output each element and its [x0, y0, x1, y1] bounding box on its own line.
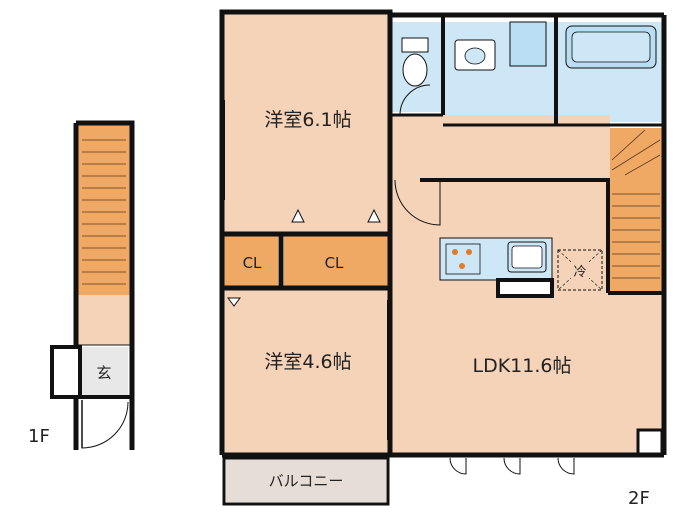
western-room-1-label: 洋室6.1帖 [264, 109, 351, 131]
closet-left [224, 235, 278, 287]
ldk-label: LDK11.6帖 [473, 355, 572, 377]
stairs-1f [78, 125, 130, 295]
hall-1f [78, 295, 130, 345]
toilet-icon [401, 37, 429, 87]
walls-1f [73, 120, 135, 450]
floor-1f-label: 1F [28, 426, 50, 447]
entrance-door [81, 400, 129, 449]
balcony-label: バルコニー [269, 472, 344, 490]
sink-icon [454, 21, 547, 71]
entrance-label: 玄 [96, 364, 111, 382]
floor-2f-label: 2F [628, 488, 650, 509]
stove-icon [445, 243, 481, 275]
balcony [226, 458, 386, 502]
walls-2f [219, 9, 667, 506]
western-room-1 [224, 14, 388, 232]
closet-right-label: CL [325, 254, 344, 272]
entrance-notch [50, 345, 82, 399]
stairs-1f-steps [82, 139, 126, 285]
kitchen-sink-icon [507, 241, 547, 273]
entrance-area [80, 347, 128, 397]
western-room-2-label: 洋室4.6帖 [264, 351, 351, 373]
closet-right [284, 235, 388, 287]
floor-2f-plan: 冷 [219, 9, 667, 506]
refrigerator-space-icon [557, 249, 603, 291]
floor-1f-plan: 玄 [50, 120, 135, 450]
doors-2f [223, 84, 575, 475]
western-room-2 [224, 290, 388, 455]
refrigerator-label: 冷 [573, 265, 586, 280]
stairs-2f-lower [610, 180, 662, 293]
bathtub-icon [565, 25, 657, 69]
closet-left-label: CL [243, 254, 262, 272]
